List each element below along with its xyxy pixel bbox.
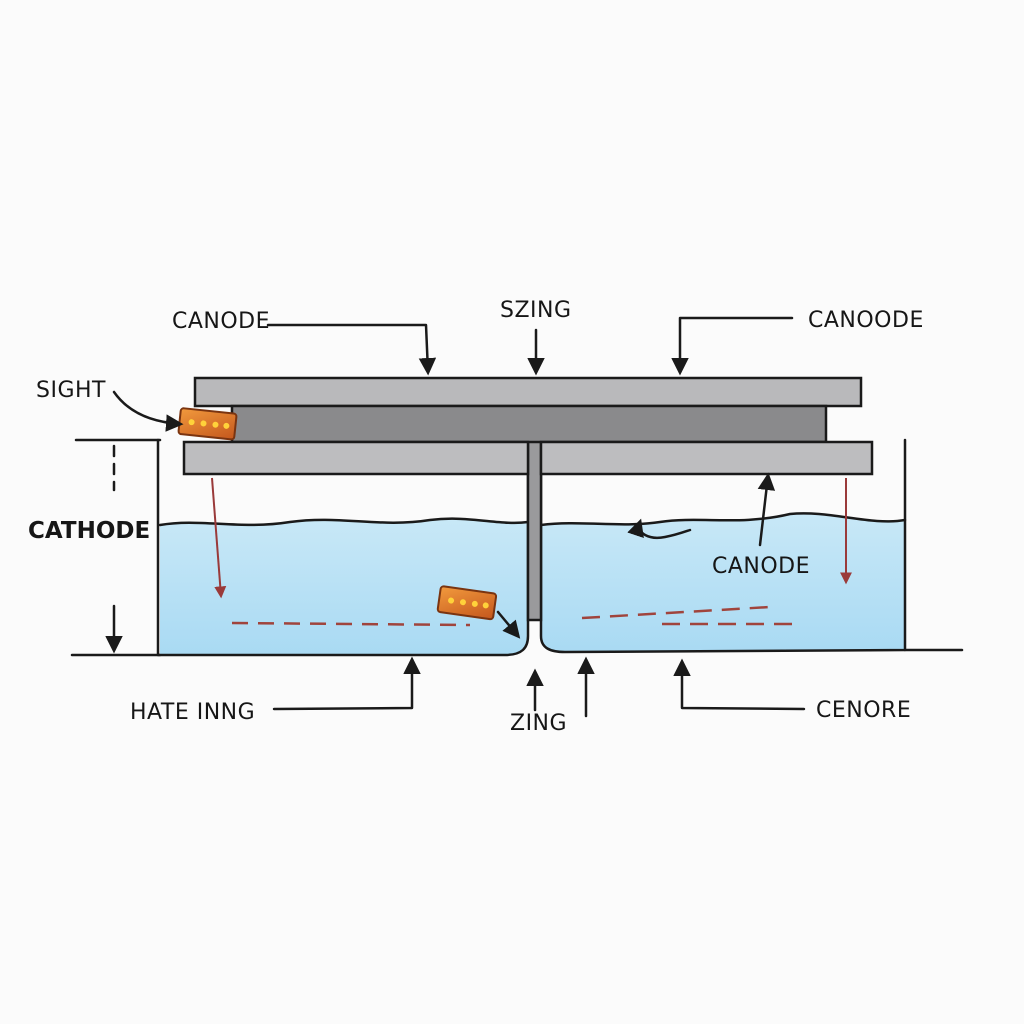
label-szing-top: SZING xyxy=(500,298,572,323)
label-zing-bottom: ZING xyxy=(510,711,567,736)
label-canode-top-left: CANODE xyxy=(172,309,270,334)
electrolyte-left-surface xyxy=(158,517,530,527)
label-hate-inng: HATE INNG xyxy=(130,700,255,725)
led-chip-icon xyxy=(436,585,498,621)
electrolyte-right xyxy=(541,513,905,652)
ion-dash-right-1 xyxy=(581,605,771,620)
middle-plate xyxy=(230,404,828,444)
lower-plate-left xyxy=(182,440,530,476)
arrow-chip-lower xyxy=(496,610,521,639)
arrow-hate-inng xyxy=(272,656,421,711)
label-canode-inner-right: CANODE xyxy=(712,554,810,579)
center-post xyxy=(526,438,543,622)
label-canoode-top-right: CANOODE xyxy=(808,308,924,333)
tank-right-wall xyxy=(539,438,907,654)
current-arrow-left xyxy=(211,477,227,599)
electrolyte-right-surface xyxy=(539,512,907,527)
arrow-canoode-top-right xyxy=(671,316,794,376)
arrow-sight xyxy=(112,390,184,432)
ion-dash-left xyxy=(231,621,471,627)
arrow-cenore xyxy=(673,658,806,711)
arrow-canode-top-left xyxy=(266,323,437,376)
label-cathode: CATHODE xyxy=(28,518,150,544)
bubble-curl xyxy=(627,518,692,539)
label-sight: SIGHT xyxy=(36,378,106,403)
arrow-canode-inner-right xyxy=(757,472,776,547)
lower-plate-right xyxy=(539,440,874,476)
top-plate xyxy=(193,376,863,408)
led-chip-icon xyxy=(177,407,238,441)
tank-left-wall xyxy=(156,438,530,657)
electrolyte-left xyxy=(160,518,528,655)
label-cenore: CENORE xyxy=(816,698,911,723)
